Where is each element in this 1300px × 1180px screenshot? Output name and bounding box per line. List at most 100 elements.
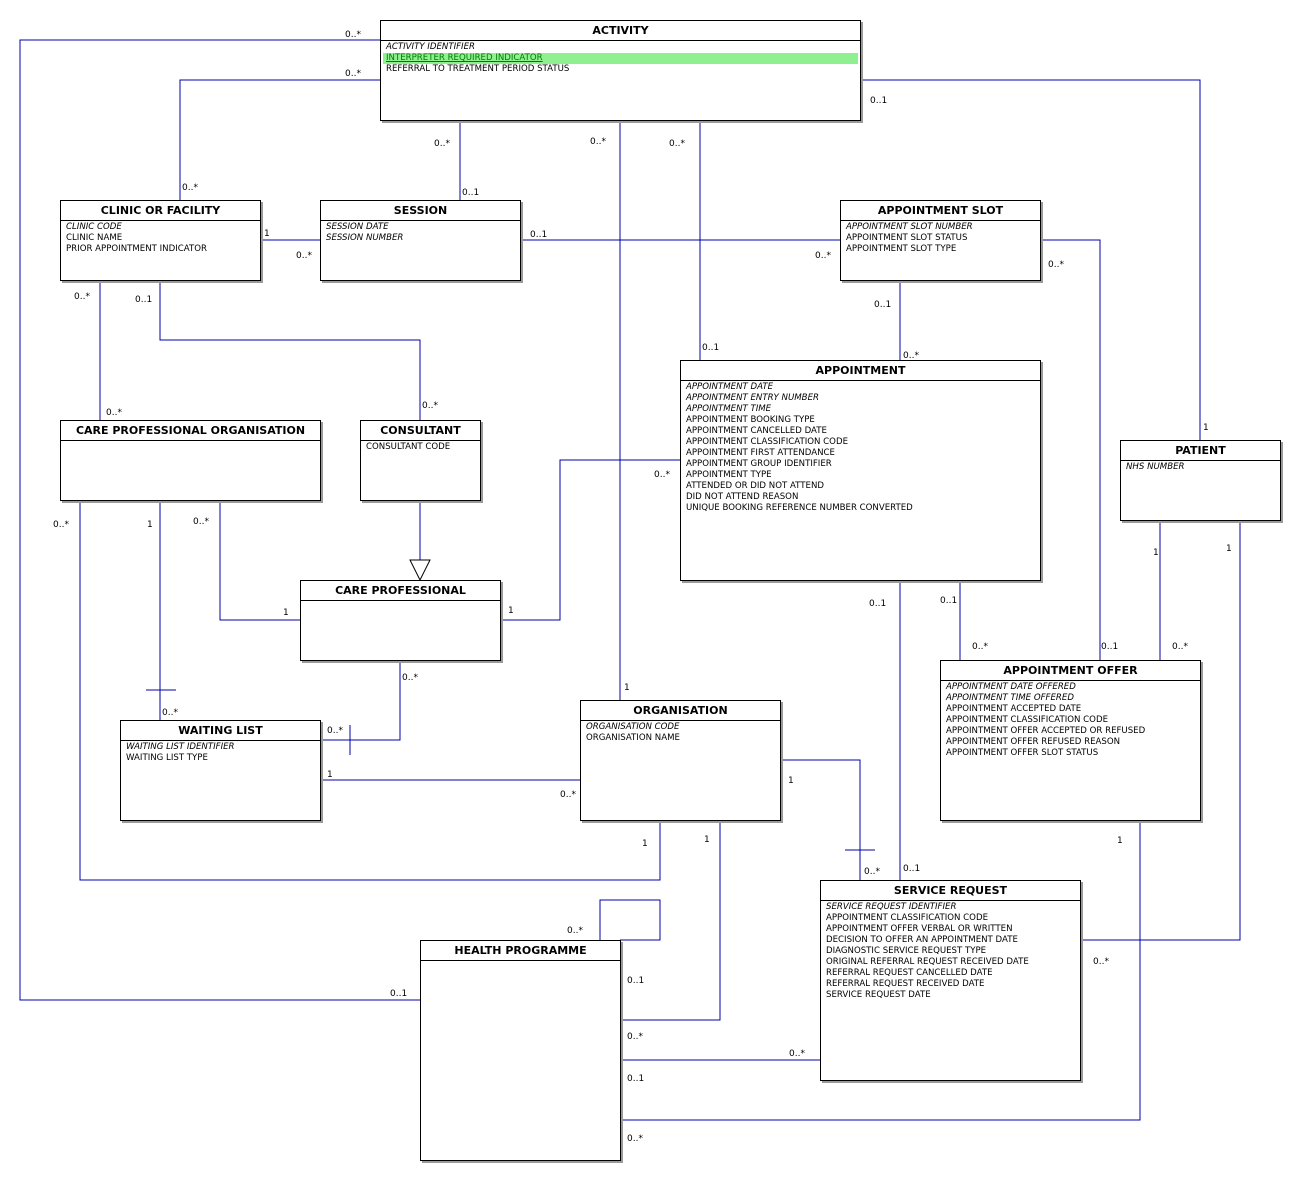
connector-line bbox=[159, 280, 421, 420]
attribute-list: CONSULTANT CODE bbox=[361, 441, 480, 453]
entity-title: SERVICE REQUEST bbox=[821, 881, 1080, 901]
multiplicity-label: 0..* bbox=[627, 1032, 643, 1042]
entity-title: APPOINTMENT OFFER bbox=[941, 661, 1200, 681]
multiplicity-label: 0..1 bbox=[874, 300, 891, 310]
attribute: DID NOT ATTEND REASON bbox=[686, 492, 799, 502]
attribute: NHS NUMBER bbox=[1126, 462, 1185, 472]
attribute: APPOINTMENT OFFER SLOT STATUS bbox=[946, 748, 1099, 758]
entity-title: SESSION bbox=[321, 201, 520, 221]
connector-line bbox=[219, 500, 300, 621]
attribute: APPOINTMENT OFFER REFUSED REASON bbox=[946, 737, 1121, 747]
multiplicity-label: 0..* bbox=[864, 867, 880, 877]
multiplicity-labels: 0..* 0..* 0..* 0..* 0..* 0..1 0..* 0..1 0..1 1 0..… bbox=[53, 30, 1232, 1144]
entity-care-professional-organisation[interactable]: CARE PROFESSIONAL ORGANISATION bbox=[60, 420, 321, 501]
attribute: APPOINTMENT CLASSIFICATION CODE bbox=[686, 437, 848, 447]
entity-consultant[interactable]: CONSULTANT CONSULTANT CODE bbox=[360, 420, 481, 501]
attribute: REFERRAL REQUEST CANCELLED DATE bbox=[826, 968, 993, 978]
multiplicity-label: 0..* bbox=[106, 408, 122, 418]
attribute: SERVICE REQUEST IDENTIFIER bbox=[826, 902, 957, 912]
multiplicity-label: 0..* bbox=[162, 708, 178, 718]
attribute: ATTENDED OR DID NOT ATTEND bbox=[686, 481, 824, 491]
entity-health-programme[interactable]: HEALTH PROGRAMME bbox=[420, 940, 621, 1161]
connector-line bbox=[1040, 239, 1101, 660]
attribute: APPOINTMENT TIME OFFERED bbox=[946, 693, 1074, 703]
connector-line bbox=[500, 459, 680, 621]
entity-title: CARE PROFESSIONAL ORGANISATION bbox=[61, 421, 320, 441]
connector-line bbox=[1080, 520, 1241, 941]
attribute: ACTIVITY IDENTIFIER bbox=[386, 42, 475, 52]
entity-appointment-offer[interactable]: APPOINTMENT OFFER APPOINTMENT DATE OFFER… bbox=[940, 660, 1201, 821]
multiplicity-label: 0..* bbox=[815, 251, 831, 261]
connector-marks bbox=[146, 559, 875, 851]
connector-line bbox=[780, 759, 861, 880]
multiplicity-label: 0..1 bbox=[627, 976, 644, 986]
multiplicity-label: 0..1 bbox=[903, 864, 920, 874]
multiplicity-label: 0..1 bbox=[135, 295, 152, 305]
multiplicity-label: 0..1 bbox=[940, 596, 957, 606]
multiplicity-label: 0..* bbox=[402, 673, 418, 683]
attribute: APPOINTMENT BOOKING TYPE bbox=[686, 415, 815, 425]
entity-title: HEALTH PROGRAMME bbox=[421, 941, 620, 961]
entity-title: APPOINTMENT bbox=[681, 361, 1040, 381]
attribute: ORGANISATION CODE bbox=[586, 722, 680, 732]
attribute: APPOINTMENT DATE OFFERED bbox=[946, 682, 1076, 692]
connector-line bbox=[19, 39, 420, 1001]
attribute: APPOINTMENT FIRST ATTENDANCE bbox=[686, 448, 835, 458]
attribute: CONSULTANT CODE bbox=[366, 442, 451, 452]
attribute-list bbox=[61, 441, 320, 442]
attribute: SESSION DATE bbox=[326, 222, 389, 232]
multiplicity-label: 0..1 bbox=[1101, 642, 1118, 652]
attribute: APPOINTMENT SLOT TYPE bbox=[846, 244, 957, 254]
entity-title: ORGANISATION bbox=[581, 701, 780, 721]
attribute: APPOINTMENT CLASSIFICATION CODE bbox=[946, 715, 1108, 725]
connector-line bbox=[79, 500, 661, 881]
multiplicity-label: 1 bbox=[788, 776, 794, 786]
multiplicity-label: 0..* bbox=[627, 1134, 643, 1144]
multiplicity-label: 0..* bbox=[422, 401, 438, 411]
attribute: APPOINTMENT ENTRY NUMBER bbox=[686, 393, 819, 403]
attribute: APPOINTMENT CANCELLED DATE bbox=[686, 426, 827, 436]
attribute-list bbox=[301, 601, 500, 602]
attribute: CLINIC NAME bbox=[66, 233, 123, 243]
entity-service-request[interactable]: SERVICE REQUEST SERVICE REQUEST IDENTIFI… bbox=[820, 880, 1081, 1081]
multiplicity-label: 0..1 bbox=[870, 96, 887, 106]
attribute: ORGANISATION NAME bbox=[586, 733, 680, 743]
entity-title: PATIENT bbox=[1121, 441, 1280, 461]
multiplicity-label: 1 bbox=[283, 608, 289, 618]
attribute: INTERPRETER REQUIRED INDICATOR bbox=[383, 53, 858, 64]
connector-line bbox=[620, 820, 721, 1021]
attribute: APPOINTMENT TIME bbox=[686, 404, 772, 414]
attribute: APPOINTMENT SLOT STATUS bbox=[846, 233, 968, 243]
attribute: APPOINTMENT OFFER ACCEPTED OR REFUSED bbox=[946, 726, 1146, 736]
multiplicity-label: 0..* bbox=[53, 520, 69, 530]
multiplicity-label: 0..* bbox=[1048, 260, 1064, 270]
multiplicity-label: 0..* bbox=[182, 183, 198, 193]
connector-line bbox=[620, 820, 1141, 1121]
multiplicity-label: 1 bbox=[1153, 548, 1159, 558]
entity-title: ACTIVITY bbox=[381, 21, 860, 41]
multiplicity-label: 0..* bbox=[345, 30, 361, 40]
entity-appointment-slot[interactable]: APPOINTMENT SLOT APPOINTMENT SLOT NUMBER… bbox=[840, 200, 1041, 281]
attribute: APPOINTMENT TYPE bbox=[686, 470, 772, 480]
multiplicity-label: 1 bbox=[1117, 836, 1123, 846]
attribute: PRIOR APPOINTMENT INDICATOR bbox=[66, 244, 207, 254]
attribute: DIAGNOSTIC SERVICE REQUEST TYPE bbox=[826, 946, 987, 956]
multiplicity-label: 0..1 bbox=[530, 230, 547, 240]
attribute: UNIQUE BOOKING REFERENCE NUMBER CONVERTE… bbox=[686, 503, 913, 513]
entity-patient[interactable]: PATIENT NHS NUMBER bbox=[1120, 440, 1281, 521]
entity-care-professional[interactable]: CARE PROFESSIONAL bbox=[300, 580, 501, 661]
attribute: APPOINTMENT GROUP IDENTIFIER bbox=[686, 459, 832, 469]
attribute: CLINIC CODE bbox=[66, 222, 122, 232]
attribute: WAITING LIST IDENTIFIER bbox=[126, 742, 235, 752]
attribute: APPOINTMENT OFFER VERBAL OR WRITTEN bbox=[826, 924, 1013, 934]
